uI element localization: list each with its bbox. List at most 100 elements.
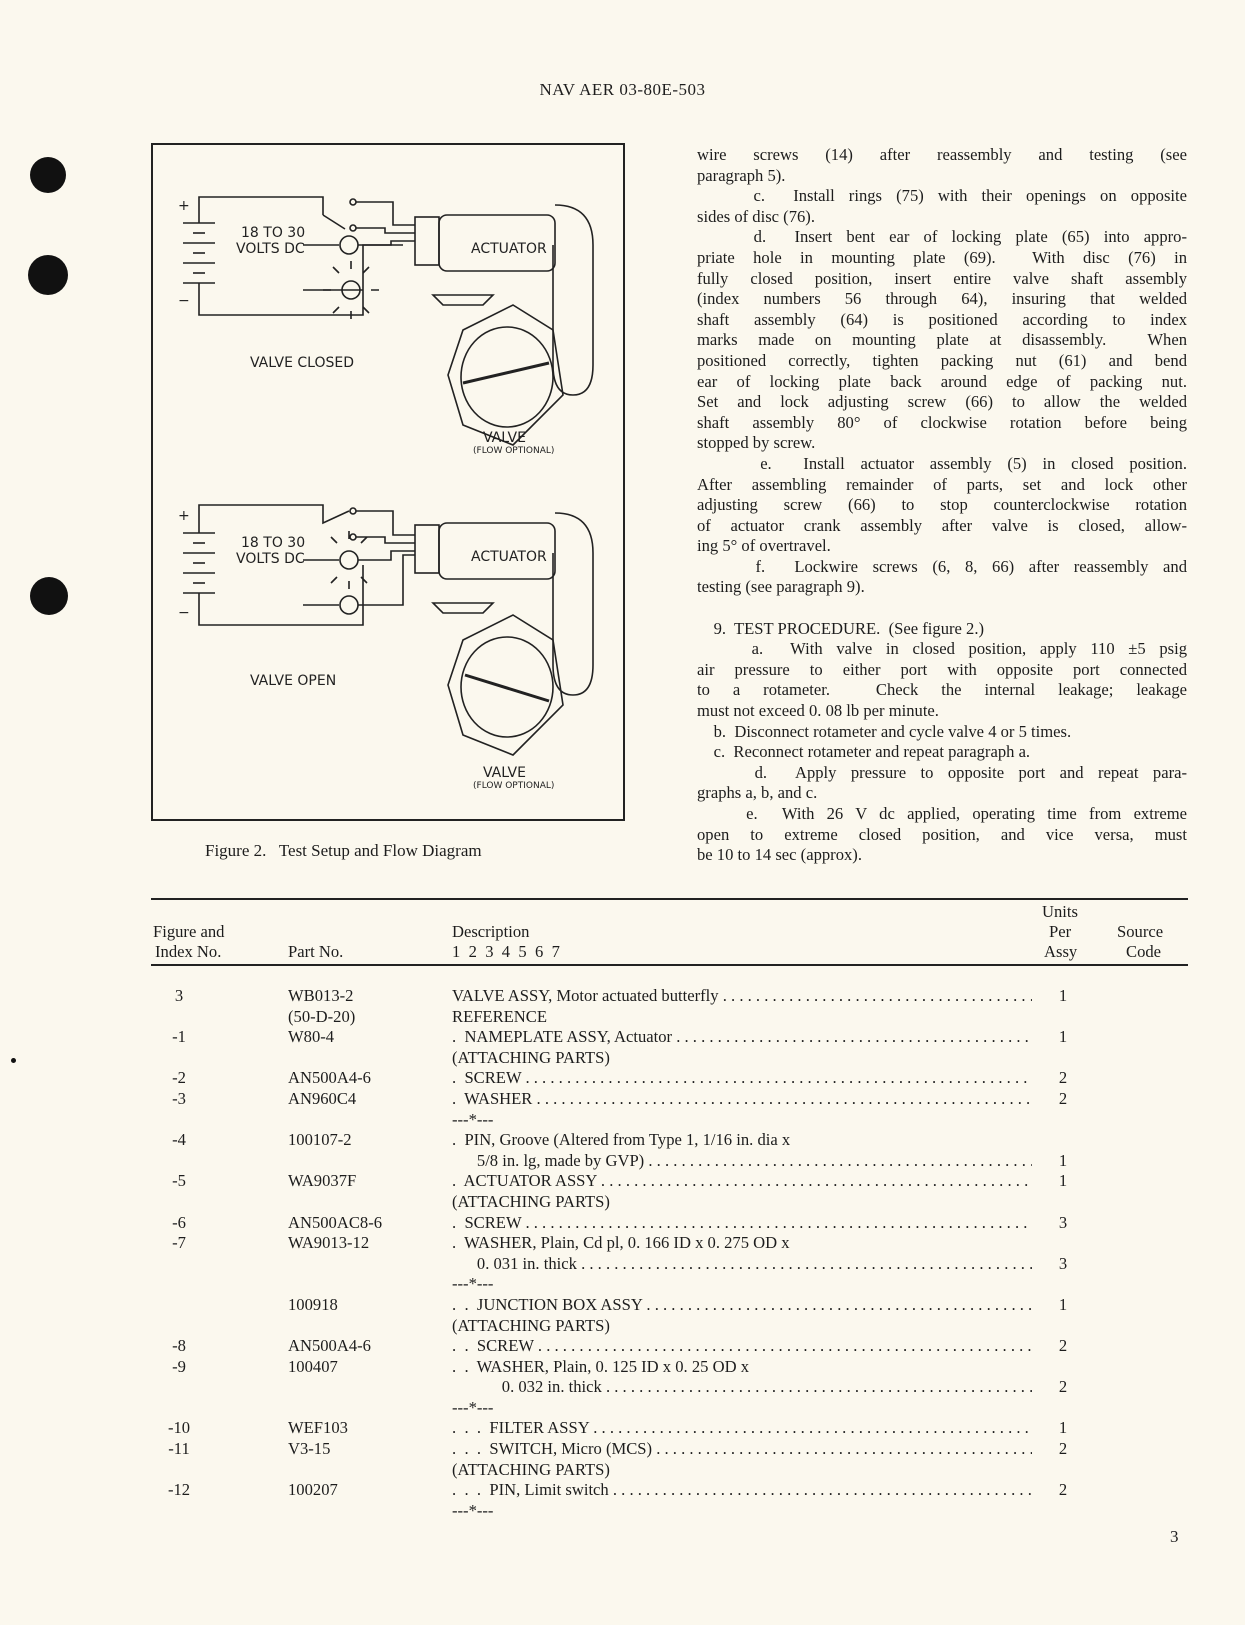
description-cell: . . WASHER, Plain, 0. 125 ID x 0. 25 OD … bbox=[452, 1356, 750, 1376]
table-row: 100918. . JUNCTION BOX ASSY1 bbox=[151, 1295, 1188, 1316]
description-cell: . PIN, Groove (Altered from Type 1, 1/16… bbox=[452, 1130, 791, 1150]
text-line: marks made on mounting plate at disassem… bbox=[697, 330, 1187, 350]
binder-hole bbox=[30, 157, 66, 193]
text-line: adjusting screw (66) to stop countercloc… bbox=[697, 495, 1187, 515]
text-line: c. Install rings (75) with their opening… bbox=[697, 186, 1187, 206]
flow-label: (FLOW OPTIONAL) bbox=[473, 446, 554, 456]
header-part-no: Part No. bbox=[288, 942, 344, 961]
text-line: stopped by screw. bbox=[697, 433, 816, 453]
actuator-body bbox=[438, 214, 556, 272]
table-row: ---*--- bbox=[151, 1274, 1188, 1295]
text-line: 9. TEST PROCEDURE. (See figure 2.) bbox=[697, 618, 984, 638]
header-description: Description bbox=[452, 922, 530, 941]
table-row: ---*--- bbox=[151, 1501, 1188, 1522]
table-header: Figure and Index No. Part No. Descriptio… bbox=[151, 900, 1188, 964]
text-line: shaft assembly 80° of clockwise rotation… bbox=[697, 412, 1187, 432]
description-cell: . WASHER, Plain, Cd pl, 0. 166 ID x 0. 2… bbox=[452, 1233, 790, 1253]
part-number-cell: AN500A4-6 bbox=[288, 1336, 371, 1356]
description-cell: (ATTACHING PARTS) bbox=[452, 1315, 610, 1335]
units-per-assy-cell: 2 bbox=[1058, 1068, 1068, 1088]
text-line: f. Lockwire screws (6, 8, 66) after reas… bbox=[697, 556, 1187, 576]
index-number-cell: -4 bbox=[172, 1130, 186, 1150]
description-cell: . WASHER bbox=[452, 1089, 1032, 1110]
text-line: air pressure to either port with opposit… bbox=[697, 659, 1187, 679]
index-number-cell: -1 bbox=[172, 1027, 186, 1047]
battery-icon bbox=[183, 532, 215, 594]
description-cell: 0. 032 in. thick bbox=[452, 1377, 1032, 1398]
table-row: -2 AN500A4-6 . SCREW 2 bbox=[151, 1068, 1188, 1089]
description-cell: REFERENCE bbox=[452, 1006, 547, 1026]
text-line: After assembling remainder of parts, set… bbox=[697, 474, 1187, 494]
text-line: e. Install actuator assembly (5) in clos… bbox=[697, 453, 1187, 473]
header-units: Units bbox=[1042, 902, 1078, 921]
description-cell: VALVE ASSY, Motor actuated butterfly bbox=[452, 986, 1032, 1007]
flow-label: (FLOW OPTIONAL) bbox=[473, 781, 554, 791]
description-cell: . ACTUATOR ASSY bbox=[452, 1171, 1032, 1192]
description-cell: . SCREW bbox=[452, 1213, 1032, 1234]
part-number-cell: 100207 bbox=[288, 1480, 338, 1500]
description-cell: . . SCREW bbox=[452, 1336, 1032, 1357]
text-line: ear of locking plate back around edge of… bbox=[697, 371, 1187, 391]
description-cell: . . . PIN, Limit switch bbox=[452, 1480, 1032, 1501]
index-number-cell: -5 bbox=[172, 1171, 186, 1191]
part-number-cell: 100918 bbox=[288, 1294, 338, 1314]
table-row: (ATTACHING PARTS) bbox=[151, 1192, 1188, 1213]
index-number-cell: -12 bbox=[167, 1480, 191, 1500]
battery-icon bbox=[183, 222, 215, 284]
table-row: 5/8 in. lg, made by GVP)1 bbox=[151, 1151, 1188, 1172]
index-number-cell: -3 bbox=[172, 1088, 186, 1108]
part-number-cell: WA9013-12 bbox=[288, 1233, 370, 1253]
table-row: -7 WA9013-12 . WASHER, Plain, Cd pl, 0. 16… bbox=[151, 1233, 1188, 1254]
lamp-icon bbox=[339, 235, 359, 255]
table-row: -8 AN500A4-6 . . SCREW 2 bbox=[151, 1336, 1188, 1357]
header-units: Per bbox=[1049, 922, 1072, 941]
units-per-assy-cell: 2 bbox=[1058, 1336, 1068, 1356]
index-number-cell: -7 bbox=[172, 1233, 186, 1253]
text-line: c. Reconnect rotameter and repeat paragr… bbox=[697, 742, 1031, 762]
description-cell: (ATTACHING PARTS) bbox=[452, 1047, 610, 1067]
description-cell: 5/8 in. lg, made by GVP) bbox=[452, 1151, 1032, 1172]
figure-caption: Figure 2. Test Setup and Flow Diagram bbox=[205, 841, 482, 860]
text-line: testing (see paragraph 9). bbox=[697, 577, 865, 597]
description-cell: (ATTACHING PARTS) bbox=[452, 1459, 610, 1479]
table-row: 0. 032 in. thick 2 bbox=[151, 1377, 1188, 1398]
junction-box bbox=[414, 216, 440, 266]
part-number-cell: 100407 bbox=[288, 1356, 338, 1376]
part-number-cell: AN960C4 bbox=[288, 1088, 357, 1108]
lamp-lit-icon bbox=[341, 280, 361, 300]
lamp-icon bbox=[339, 595, 359, 615]
text-line: fully closed position, insert entire val… bbox=[697, 268, 1187, 288]
valve-state-label: VALVE CLOSED bbox=[250, 355, 354, 371]
header-units: Assy bbox=[1044, 942, 1078, 961]
part-number-cell: AN500A4-6 bbox=[288, 1068, 371, 1088]
text-line: paragraph 5). bbox=[697, 165, 786, 185]
units-per-assy-cell: 2 bbox=[1058, 1439, 1068, 1459]
bottom-diagram bbox=[183, 504, 594, 756]
index-number-cell: -2 bbox=[172, 1068, 186, 1088]
voltage-label: 18 TO 30 bbox=[241, 535, 305, 551]
part-number-cell: WEF103 bbox=[288, 1418, 348, 1438]
units-per-assy-cell: 3 bbox=[1058, 1212, 1068, 1232]
text-line: graphs a, b, and c. bbox=[697, 783, 818, 803]
description-cell: . SCREW bbox=[452, 1068, 1032, 1089]
text-line: e. With 26 V dc applied, operating time … bbox=[697, 804, 1187, 823]
table-top-rule bbox=[151, 898, 1188, 900]
table-row: (ATTACHING PARTS) bbox=[151, 1316, 1188, 1337]
header-figure-index: Index No. bbox=[155, 942, 222, 961]
index-number-cell: -8 bbox=[172, 1336, 186, 1356]
voltage-label: 18 TO 30 bbox=[241, 225, 305, 241]
units-per-assy-cell: 2 bbox=[1058, 1377, 1068, 1397]
text-line: b. Disconnect rotameter and cycle valve … bbox=[697, 721, 1072, 741]
voltage-label: VOLTS DC bbox=[236, 551, 305, 567]
description-cell: ---*--- bbox=[452, 1274, 494, 1294]
units-per-assy-cell: 1 bbox=[1058, 1027, 1068, 1047]
page-number: 3 bbox=[1170, 1527, 1179, 1546]
description-cell: . . . FILTER ASSY bbox=[452, 1418, 1032, 1439]
text-line: priate hole in mounting plate (69). With… bbox=[697, 247, 1187, 267]
text-line: shaft assembly (64) is positioned accord… bbox=[697, 309, 1187, 329]
